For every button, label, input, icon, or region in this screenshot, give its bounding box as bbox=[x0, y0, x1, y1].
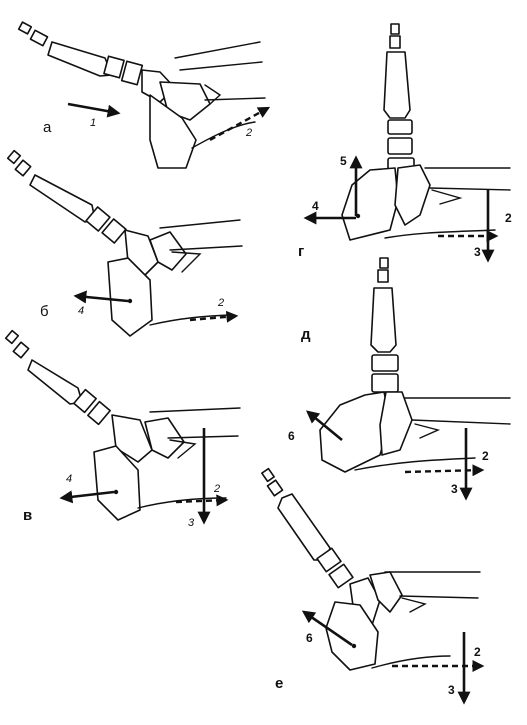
panel-e-bones bbox=[261, 467, 481, 671]
panel-b-arrow-4 bbox=[73, 290, 129, 304]
panel-v-arrow-3-label: 3 bbox=[188, 517, 195, 529]
panel-e-arrow-6 bbox=[301, 610, 353, 647]
panel-b: 4 2 б bbox=[6, 149, 243, 337]
panel-b-arrow-4-label: 4 bbox=[78, 305, 84, 317]
panel-v: 4 2 3 в bbox=[4, 329, 241, 529]
panel-a-arrow-1 bbox=[67, 102, 121, 118]
panel-a-arrow-2-label: 2 bbox=[245, 127, 252, 139]
panel-b-arrow-2 bbox=[189, 310, 239, 323]
panel-d-arrow-6 bbox=[305, 410, 343, 442]
panel-g-letter: г bbox=[298, 243, 304, 260]
panel-e-arrow-2-label: 2 bbox=[474, 645, 481, 659]
panel-d: 6 2 3 д bbox=[288, 257, 511, 501]
panel-g-arrow-3-label: 3 bbox=[474, 245, 481, 259]
panel-g-bones bbox=[341, 23, 511, 241]
panel-a-arrow-2 bbox=[209, 106, 271, 142]
panel-d-arrow-2 bbox=[404, 464, 485, 477]
panel-v-arrow-4 bbox=[59, 490, 115, 504]
panel-a-bones bbox=[17, 21, 266, 169]
panel-v-arrow-4-label: 4 bbox=[66, 473, 72, 485]
panel-g-arrow-5-label: 5 bbox=[340, 154, 347, 168]
panel-e-arrow-3-label: 3 bbox=[448, 683, 455, 697]
panel-v-arrow-2 bbox=[175, 494, 229, 507]
panel-e: 6 2 3 е bbox=[261, 467, 485, 705]
panel-g-arrow-4-label: 4 bbox=[312, 199, 319, 213]
panel-a-letter: а bbox=[43, 119, 52, 136]
panel-e-letter: е bbox=[275, 675, 283, 692]
panel-b-letter: б bbox=[40, 303, 49, 320]
panel-a: 1 2 а bbox=[17, 21, 271, 169]
panel-d-arrow-2-label: 2 bbox=[482, 449, 489, 463]
panel-d-letter: д bbox=[301, 326, 311, 343]
panel-d-arrow-6-label: 6 bbox=[288, 429, 295, 443]
panel-v-arrow-2-label: 2 bbox=[213, 483, 220, 495]
panel-g-arrow-2-label: 2 bbox=[505, 211, 512, 225]
panel-b-arrow-2-label: 2 bbox=[217, 297, 224, 309]
panel-v-letter: в bbox=[23, 507, 32, 524]
panel-d-arrow-3-label: 3 bbox=[451, 482, 458, 496]
panel-g: 5 4 2 3 г bbox=[298, 23, 512, 263]
panel-e-arrow-6-label: 6 bbox=[306, 631, 313, 645]
panel-d-bones bbox=[319, 257, 511, 473]
panel-b-bones bbox=[6, 149, 243, 337]
panel-a-arrow-1-label: 1 bbox=[90, 117, 96, 129]
